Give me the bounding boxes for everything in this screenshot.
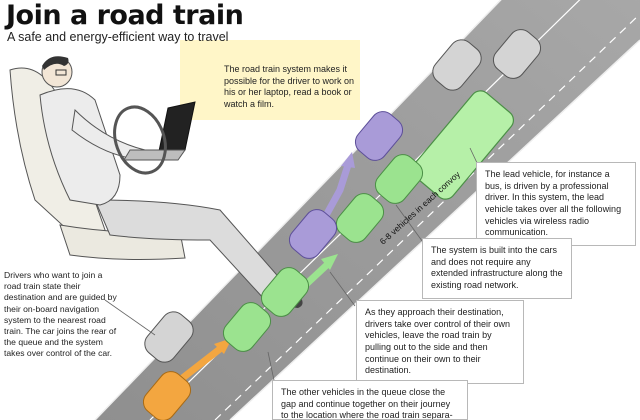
page-subtitle: A safe and energy-efficient way to trave… (7, 30, 229, 44)
joining-text: Drivers who want to join a road train st… (4, 270, 117, 359)
callout-leaders (104, 147, 479, 386)
lead-bus (411, 90, 515, 200)
closing-gap-callout: The other vehicles in the queue close th… (272, 380, 468, 420)
built-in-callout: The system is built into the cars and do… (422, 238, 572, 299)
convoy-car (260, 267, 310, 317)
joining-car (142, 371, 192, 420)
parked-car (144, 311, 194, 363)
convoy-car (374, 154, 424, 204)
parked-car (432, 39, 482, 91)
page-title: Join a road train (6, 0, 244, 31)
driver-callout-shade (180, 40, 360, 120)
leaving-callout: As they approach their destination, driv… (356, 300, 524, 385)
driver-activity-text: The road train system makes it possible … (224, 64, 355, 110)
leaving-car (288, 209, 338, 259)
lead-vehicle-callout: The lead vehicle, for instance a bus, is… (476, 162, 636, 247)
convoy-car (222, 302, 272, 352)
parked-car (492, 29, 542, 79)
convoy-car (335, 193, 385, 243)
leaving-car (354, 111, 404, 161)
